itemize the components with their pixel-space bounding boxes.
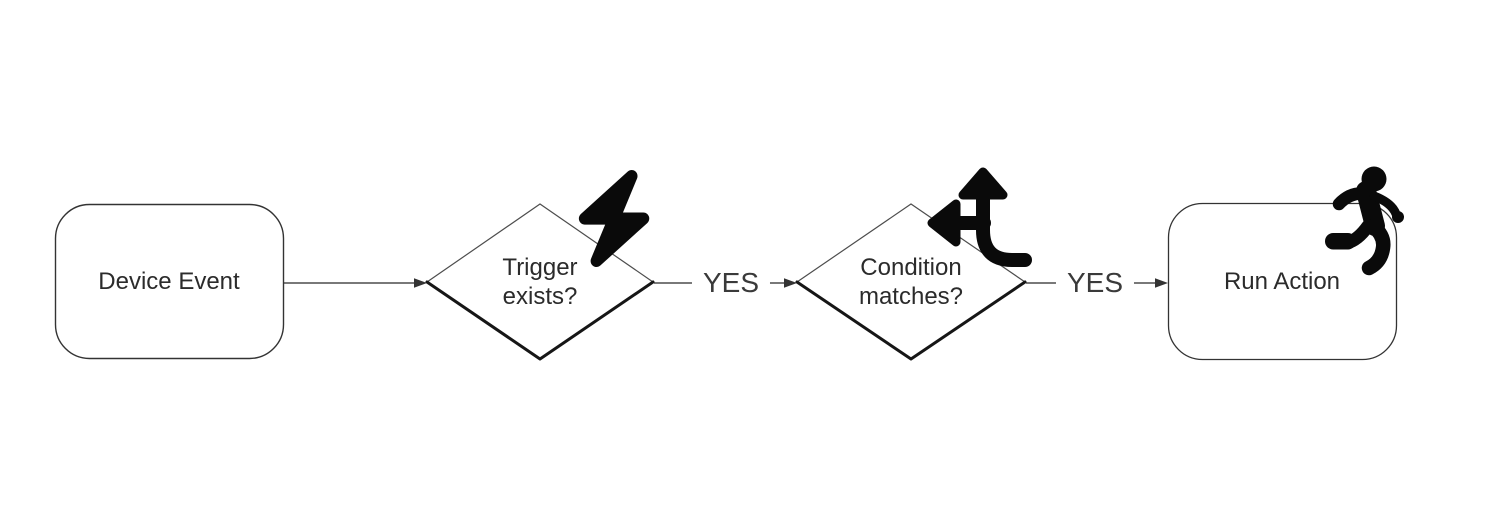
split-arrows-stem bbox=[976, 179, 1032, 267]
split-arrows-icon bbox=[927, 167, 1032, 267]
node-device-event-shape bbox=[54, 203, 285, 360]
runner-shoe bbox=[1325, 233, 1356, 250]
diamond-thick-bottom-edge bbox=[795, 280, 1027, 361]
node-condition-matches-shape bbox=[795, 203, 1027, 361]
diamond-outline bbox=[795, 203, 1027, 360]
edge-device-event-to-trigger bbox=[284, 278, 427, 288]
runner-front-arm bbox=[1332, 187, 1375, 211]
up-arrowhead bbox=[958, 167, 1008, 200]
diamond-thick-bottom-edge bbox=[425, 280, 655, 361]
runner-hand bbox=[1392, 211, 1404, 223]
running-person-icon bbox=[1325, 166, 1404, 276]
edge-trigger-to-condition bbox=[654, 278, 797, 288]
arrowhead-icon bbox=[784, 278, 797, 288]
edge-condition-to-run-action bbox=[1026, 278, 1168, 288]
arrowhead-icon bbox=[414, 278, 427, 288]
left-arrowhead bbox=[927, 199, 961, 247]
runner-front-leg bbox=[1361, 218, 1391, 276]
arrowhead-icon bbox=[1155, 278, 1168, 288]
lightning-bolt-icon bbox=[578, 169, 650, 268]
node-trigger-exists-shape bbox=[425, 203, 655, 361]
